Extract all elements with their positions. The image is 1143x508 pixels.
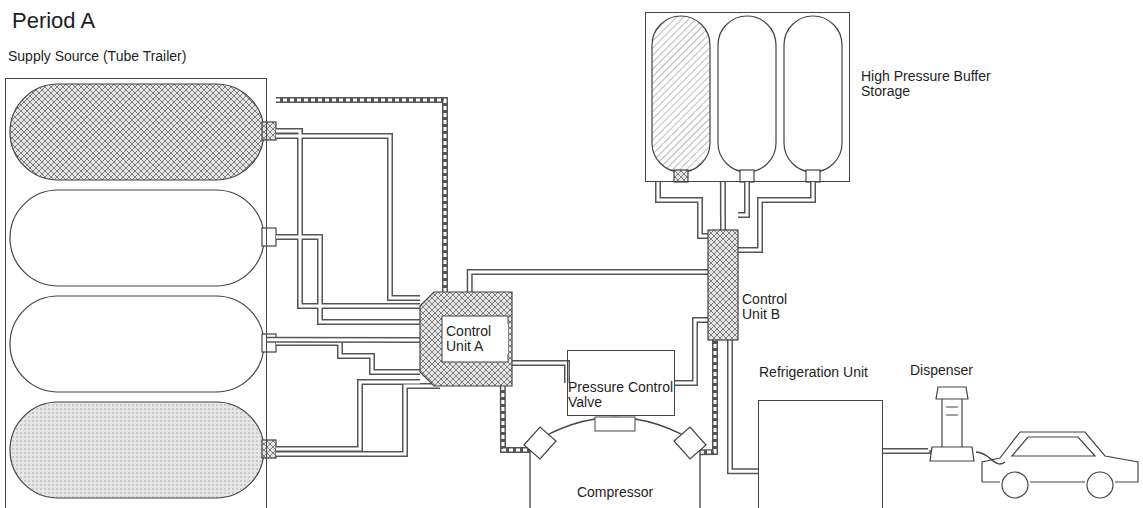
node-label: Refrigeration Unit: [759, 365, 879, 380]
pipe-connector: [722, 182, 723, 230]
pipe-connector: [700, 340, 715, 452]
compressor: Compressor: [530, 415, 700, 508]
buffer-storage: High Pressure Buffer Storage: [645, 12, 850, 182]
node-label: Control Unit A: [446, 324, 508, 354]
node-label: Pressure Control Valve: [568, 380, 693, 410]
diagram-title: Period A: [12, 8, 95, 34]
pressure-valve: Pressure Control Valve: [567, 350, 675, 416]
tube-trailer: Supply Source (Tube Trailer): [5, 78, 267, 508]
pipe-connector: [470, 272, 708, 292]
node-label: Dispenser: [910, 363, 1000, 378]
pipe-connector: [730, 340, 758, 471]
pipe-connector: [512, 363, 567, 383]
pipe-connector: [675, 320, 708, 383]
dispenser: Dispenser: [928, 385, 976, 461]
node-outline: [708, 230, 738, 340]
control-unit: Control Unit B: [708, 230, 738, 340]
refrigeration-unit: Refrigeration Unit: [758, 400, 883, 508]
pipe-connector: [267, 339, 420, 340]
node-label: Compressor: [560, 485, 670, 500]
node-label: High Pressure Buffer Storage: [861, 69, 1011, 99]
pipe-connector: [883, 450, 928, 452]
node-label: Control Unit B: [742, 292, 806, 322]
control-unit: Control Unit A: [420, 292, 512, 386]
pipe-connector: [503, 386, 530, 450]
node-outline: [928, 385, 976, 461]
node-label: Supply Source (Tube Trailer): [8, 49, 308, 64]
